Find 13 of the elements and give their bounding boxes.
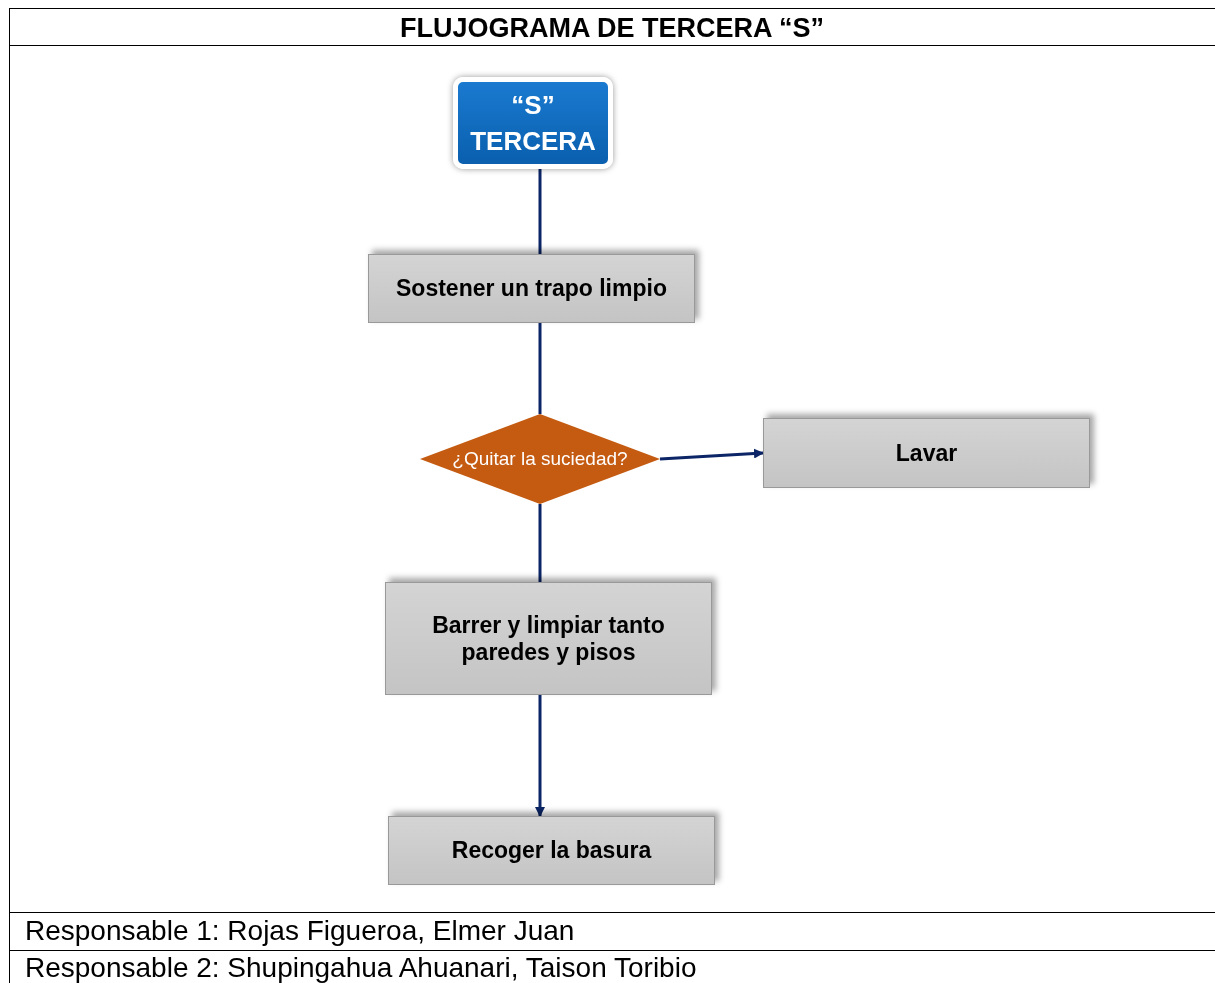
decision-text: ¿Quitar la suciedad? [452, 448, 628, 470]
process-box: Barrer y limpiar tanto paredes y pisos [385, 582, 712, 695]
process-box: Sostener un trapo limpio [368, 254, 695, 323]
responsible-text: Responsable 1: Rojas Figueroa, Elmer Juan [25, 914, 575, 948]
connector-line [538, 169, 542, 254]
connector-line [538, 323, 542, 414]
process-box: Recoger la basura [388, 816, 715, 885]
process-box: Lavar [763, 418, 1090, 488]
connector-line [538, 504, 542, 582]
arrow [535, 695, 545, 817]
responsible-text: Responsable 2: Shupingahua Ahuanari, Taison Toribio [25, 951, 697, 983]
diagram-title: FLUJOGRAMA DE TERCERA “S” [399, 12, 825, 45]
arrow [659, 448, 764, 461]
